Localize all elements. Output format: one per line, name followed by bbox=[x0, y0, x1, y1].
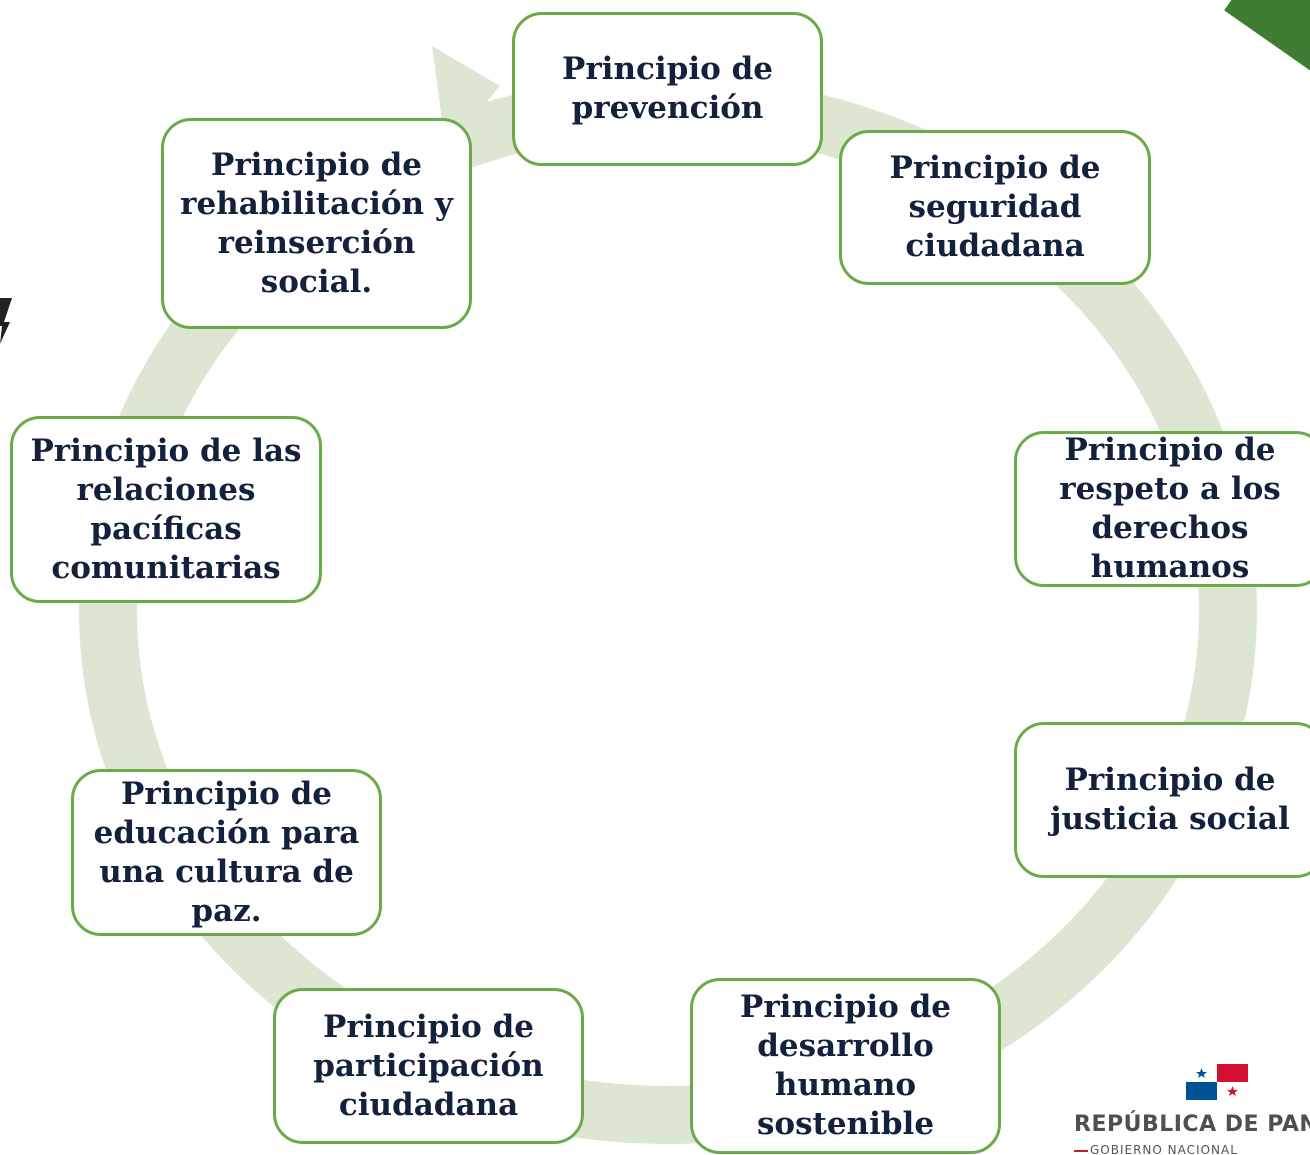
node-justicia: Principio de justicia social bbox=[1014, 722, 1310, 878]
government-logo: REPÚBLICA DE PANA GOBIERNO NACIONAL bbox=[1070, 1062, 1310, 1155]
flag-star-blue bbox=[1196, 1068, 1207, 1078]
node-relaciones-label: Principio de las relaciones pacíficas co… bbox=[30, 432, 302, 586]
node-seguridad-label: Principio de seguridad ciudadana bbox=[889, 150, 1101, 264]
logo-subtitle: GOBIERNO NACIONAL bbox=[1090, 1143, 1238, 1155]
node-participacion-label: Principio de participación ciudadana bbox=[313, 1008, 544, 1123]
node-derechos-label: Principio de respeto a los derechos huma… bbox=[1059, 432, 1281, 585]
node-prevencion-label: Principio de prevención bbox=[562, 51, 773, 126]
flag-q2 bbox=[1217, 1064, 1248, 1082]
node-educacion-label: Principio de educación para una cultura … bbox=[93, 775, 360, 929]
node-participacion: Principio de participación ciudadana bbox=[273, 988, 584, 1144]
node-seguridad: Principio de seguridad ciudadana bbox=[839, 130, 1151, 285]
node-derechos: Principio de respeto a los derechos huma… bbox=[1014, 431, 1310, 587]
panama-flag-icon bbox=[1186, 1064, 1248, 1100]
flag-star-red bbox=[1227, 1086, 1238, 1096]
node-justicia-label: Principio de justicia social bbox=[1050, 762, 1290, 837]
flag-q3 bbox=[1186, 1082, 1217, 1100]
left-edge-glyph bbox=[0, 298, 12, 344]
logo-subtitle-rule bbox=[1074, 1150, 1088, 1152]
node-relaciones: Principio de las relaciones pacíficas co… bbox=[10, 416, 322, 603]
node-prevencion: Principio de prevención bbox=[512, 12, 823, 166]
node-rehabilitacion-label: Principio de rehabilitación y reinserció… bbox=[180, 146, 453, 300]
node-rehabilitacion: Principio de rehabilitación y reinserció… bbox=[161, 118, 472, 329]
node-educacion: Principio de educación para una cultura … bbox=[71, 769, 382, 936]
logo-country-name: REPÚBLICA DE PANA bbox=[1074, 1112, 1310, 1137]
node-desarrollo-label: Principio de desarrollo humano sostenibl… bbox=[740, 989, 951, 1142]
node-desarrollo: Principio de desarrollo humano sostenibl… bbox=[690, 978, 1001, 1154]
